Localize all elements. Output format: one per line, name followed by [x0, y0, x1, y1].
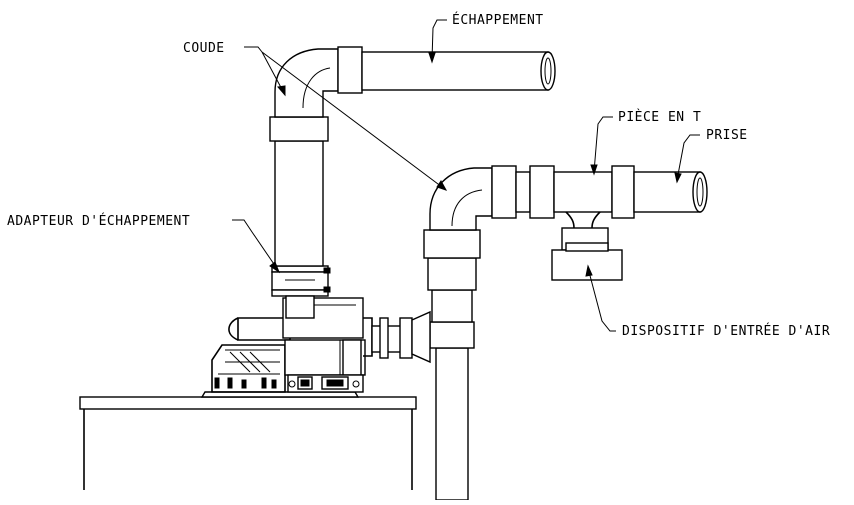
label-elbow: COUDE [183, 41, 225, 56]
label-air-intake-device: DISPOSITIF D'ENTRÉE D'AIR [622, 323, 830, 339]
intake-vertical-pipe [423, 229, 481, 501]
boiler-cabinet [79, 396, 417, 490]
label-tee: PIÈCE EN T [618, 109, 701, 125]
label-exhaust: ÉCHAPPEMENT [452, 12, 544, 28]
leader-lines [232, 19, 700, 332]
blower-assembly [200, 297, 373, 398]
exhaust-horizontal-pipe [337, 46, 556, 94]
label-exhaust-adapter: ADAPTEUR D'ÉCHAPPEMENT [7, 213, 190, 229]
exhaust-vertical-pipe [269, 116, 329, 267]
intake-side-connection [371, 310, 431, 364]
exhaust-adapter [271, 265, 331, 319]
intake-horizontal-pipe [491, 165, 708, 219]
exhaust-elbow [274, 48, 339, 118]
intake-elbow [429, 167, 493, 231]
label-intake: PRISE [706, 128, 748, 143]
